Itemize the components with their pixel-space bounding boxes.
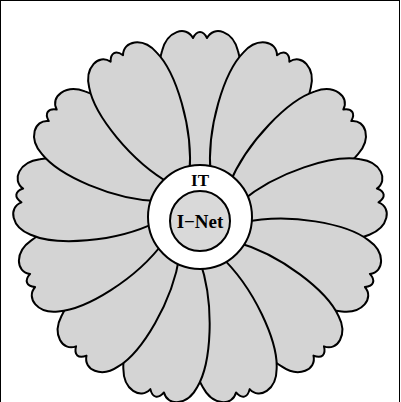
circle-shape xyxy=(170,191,230,251)
outer-ring: IT I−Net xyxy=(147,164,253,270)
node-label: IT xyxy=(191,172,209,189)
petal xyxy=(78,33,217,198)
inner-circle: I−Net xyxy=(169,190,231,252)
petals xyxy=(11,31,390,402)
circle-shape xyxy=(148,165,252,269)
node-label: I−Net xyxy=(177,212,224,231)
